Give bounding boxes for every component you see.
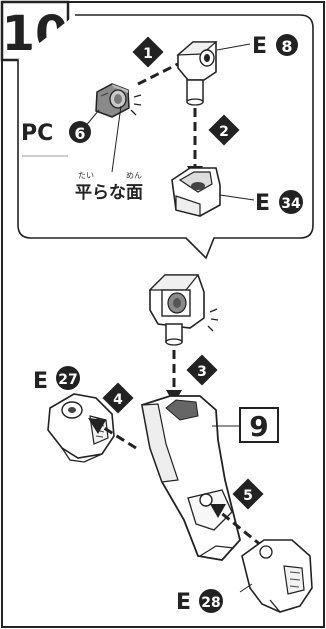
e34-leader xyxy=(219,194,255,201)
svg-text:1: 1 xyxy=(143,46,153,62)
e8-leader xyxy=(216,43,251,51)
svg-text:PC: PC xyxy=(21,121,53,146)
e8-part xyxy=(176,41,218,106)
svg-text:E: E xyxy=(252,34,267,59)
part-ref-9: 9 xyxy=(212,407,279,443)
svg-text:E: E xyxy=(255,191,270,216)
flat-face-label: たい めん 平らな面 xyxy=(75,171,143,203)
svg-text:8: 8 xyxy=(281,37,292,56)
svg-text:E: E xyxy=(176,590,191,615)
e28-leader xyxy=(239,583,253,593)
pc6-label: PC 6 xyxy=(21,121,91,146)
svg-text:たい: たい xyxy=(78,171,94,180)
flat-face-leader xyxy=(111,105,122,173)
svg-text:28: 28 xyxy=(201,595,220,611)
e34-label: E 34 xyxy=(255,190,303,216)
e34-part xyxy=(171,167,221,217)
svg-text:34: 34 xyxy=(281,196,301,212)
sparkle-marks xyxy=(130,94,142,116)
svg-text:9: 9 xyxy=(249,410,268,443)
assembled-joint xyxy=(148,274,205,346)
arrow-5: 5 xyxy=(210,478,264,548)
e28-label: E 28 xyxy=(176,589,223,615)
svg-text:27: 27 xyxy=(58,372,77,388)
svg-text:2: 2 xyxy=(219,124,229,140)
svg-text:4: 4 xyxy=(113,392,123,408)
svg-text:平らな面: 平らな面 xyxy=(75,183,143,203)
svg-text:3: 3 xyxy=(197,364,207,380)
svg-text:E: E xyxy=(33,369,48,394)
arm-part-9 xyxy=(140,395,241,561)
callout-bubble xyxy=(17,14,314,260)
svg-text:めん: めん xyxy=(126,171,142,180)
e27-label: E 27 xyxy=(33,366,80,394)
joint-sparkles xyxy=(207,308,219,332)
arrow-4: 4 xyxy=(88,382,137,450)
svg-text:6: 6 xyxy=(74,124,85,143)
e8-label: E 8 xyxy=(252,34,298,59)
e28-part xyxy=(241,539,313,613)
svg-text:5: 5 xyxy=(243,488,253,504)
